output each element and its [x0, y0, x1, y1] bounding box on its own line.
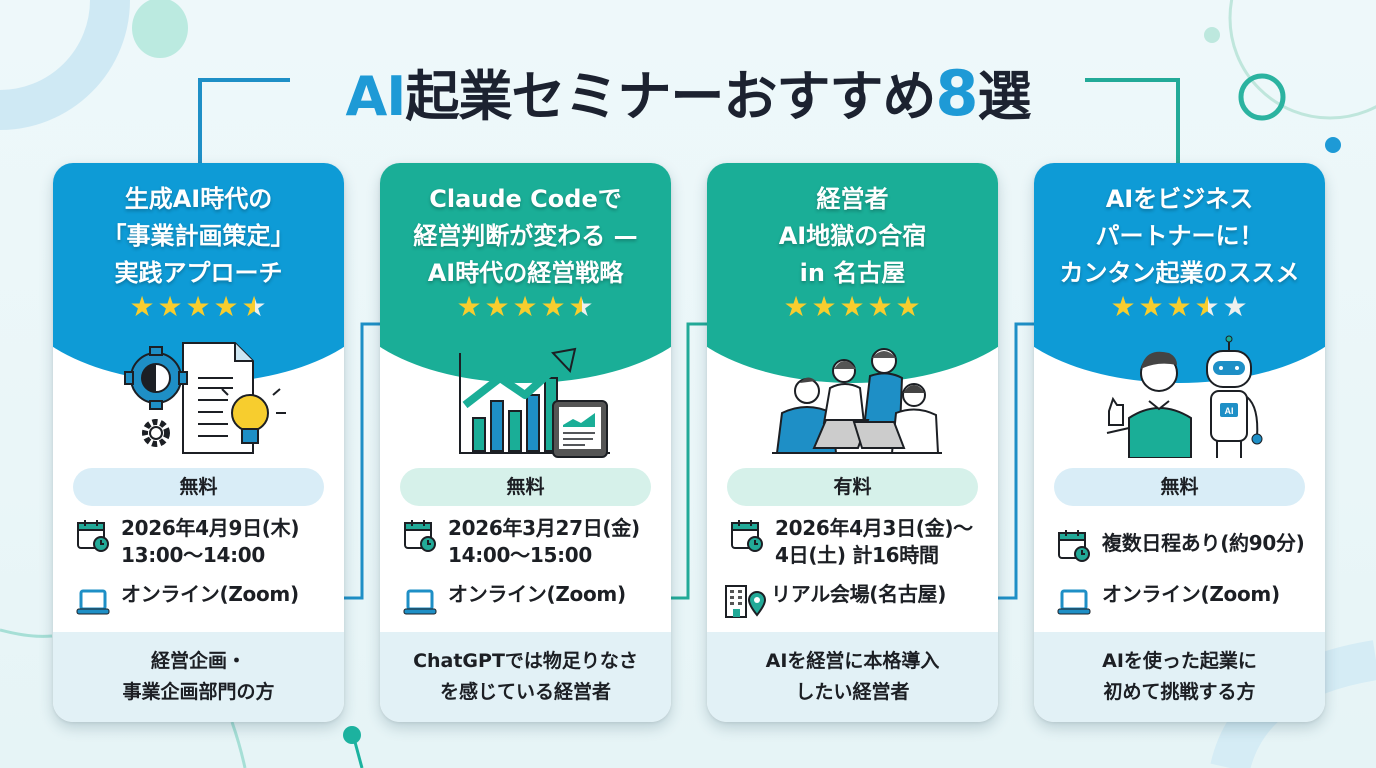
card-header — [380, 163, 671, 383]
star-full-icon: ★ — [1166, 290, 1193, 323]
location-row: リアル会場(名古屋) — [723, 581, 985, 619]
page-header: AI起業セミナーおすすめ8選 — [0, 54, 1376, 134]
schedule-row: 複数日程あり(約90分) — [1056, 525, 1318, 563]
schedule-text: 2026年3月27日(金) 14:00〜15:00 — [448, 516, 640, 567]
target-audience: ChatGPTでは物足りなさ を感じている経営者 — [380, 632, 671, 722]
location-row: オンライン(Zoom) — [402, 581, 664, 619]
schedule-text: 2026年4月9日(木) 13:00〜14:00 — [121, 516, 300, 567]
seminar-card-1[interactable]: 生成AI時代の 「事業計画策定」 実践アプローチ ★★★★★ 無料 2026年4… — [53, 163, 344, 722]
gear-document-lightbulb-icon — [124, 342, 286, 454]
star-rating: ★★★★★ — [1034, 293, 1325, 321]
calendar-clock-icon — [404, 520, 436, 552]
growth-chart-tablet-icon — [459, 347, 610, 458]
star-full-icon: ★ — [185, 290, 212, 323]
location-text: オンライン(Zoom) — [1102, 582, 1280, 606]
target-audience: AIを使った起業に 初めて挑戦する方 — [1034, 632, 1325, 722]
team-meeting-icon — [772, 348, 942, 454]
star-half-icon: ★ — [568, 290, 595, 323]
page-title: AI起業セミナーおすすめ8選 — [345, 63, 1032, 128]
title-suffix: 選 — [977, 65, 1032, 128]
star-full-icon: ★ — [1138, 290, 1165, 323]
calendar-clock-icon — [731, 520, 763, 552]
calendar-clock-icon — [1058, 530, 1090, 562]
star-half-icon: ★ — [241, 290, 268, 323]
star-rating: ★★★★★ — [707, 293, 998, 321]
star-full-icon: ★ — [484, 290, 511, 323]
star-full-icon: ★ — [895, 290, 922, 323]
star-full-icon: ★ — [867, 290, 894, 323]
person-with-robot-icon: AI — [1106, 335, 1263, 458]
star-rating: ★★★★★ — [53, 293, 344, 321]
location-text: オンライン(Zoom) — [448, 582, 626, 606]
star-full-icon: ★ — [1110, 290, 1137, 323]
schedule-row: 2026年3月27日(金) 14:00〜15:00 — [402, 515, 664, 569]
star-full-icon: ★ — [129, 290, 156, 323]
seminar-card-3[interactable]: 経営者 AI地獄の合宿 in 名古屋 ★★★★★ 有料 2026年4月3日(金)… — [707, 163, 998, 722]
schedule-text: 複数日程あり(約90分) — [1102, 531, 1305, 555]
seminar-card-4[interactable]: AIをビジネス パートナーに！ カンタン起業のススメ ★★★★★ AI 無料 複… — [1034, 163, 1325, 722]
title-prefix: AI — [345, 65, 406, 128]
star-full-icon: ★ — [157, 290, 184, 323]
price-badge: 有料 — [727, 468, 978, 506]
star-rating: ★★★★★ — [380, 293, 671, 321]
card-title: 生成AI時代の 「事業計画策定」 実践アプローチ — [102, 185, 295, 287]
location-text: リアル会場(名古屋) — [771, 582, 947, 606]
target-audience: 経営企画・ 事業企画部門の方 — [53, 632, 344, 722]
price-badge: 無料 — [1054, 468, 1305, 506]
building-pin-icon — [725, 585, 767, 618]
card-title: Claude Codeで 経営判断が変わる — AI時代の経営戦略 — [413, 185, 638, 287]
schedule-text: 2026年4月3日(金)〜 4日(土) 計16時間 — [775, 516, 973, 567]
star-full-icon: ★ — [783, 290, 810, 323]
calendar-clock-icon — [77, 520, 109, 552]
title-middle: 起業セミナーおすすめ — [405, 65, 936, 128]
laptop-icon — [1057, 589, 1091, 615]
star-full-icon: ★ — [839, 290, 866, 323]
star-full-icon: ★ — [811, 290, 838, 323]
title-number: 8 — [935, 57, 978, 130]
star-full-icon: ★ — [213, 290, 240, 323]
schedule-row: 2026年4月3日(金)〜 4日(土) 計16時間 — [729, 515, 991, 569]
laptop-icon — [403, 589, 437, 615]
target-audience: AIを経営に本格導入 したい経営者 — [707, 632, 998, 722]
card-title: AIをビジネス パートナーに！ カンタン起業のススメ — [1059, 185, 1300, 287]
price-badge: 無料 — [73, 468, 324, 506]
price-badge: 無料 — [400, 468, 651, 506]
card-title: 経営者 AI地獄の合宿 in 名古屋 — [778, 185, 927, 287]
location-row: オンライン(Zoom) — [75, 581, 337, 619]
star-half-icon: ★ — [1194, 290, 1221, 323]
laptop-icon — [76, 589, 110, 615]
star-full-icon: ★ — [540, 290, 567, 323]
schedule-row: 2026年4月9日(木) 13:00〜14:00 — [75, 515, 337, 569]
seminar-card-2[interactable]: Claude Codeで 経営判断が変わる — AI時代の経営戦略 ★★★★★ … — [380, 163, 671, 722]
star-full-icon: ★ — [512, 290, 539, 323]
svg-text:AI: AI — [1225, 406, 1234, 416]
card-header — [707, 163, 998, 383]
location-row: オンライン(Zoom) — [1056, 581, 1318, 619]
location-text: オンライン(Zoom) — [121, 582, 299, 606]
card-header — [1034, 163, 1325, 383]
star-full-icon: ★ — [456, 290, 483, 323]
star-empty-icon: ★ — [1222, 290, 1249, 323]
